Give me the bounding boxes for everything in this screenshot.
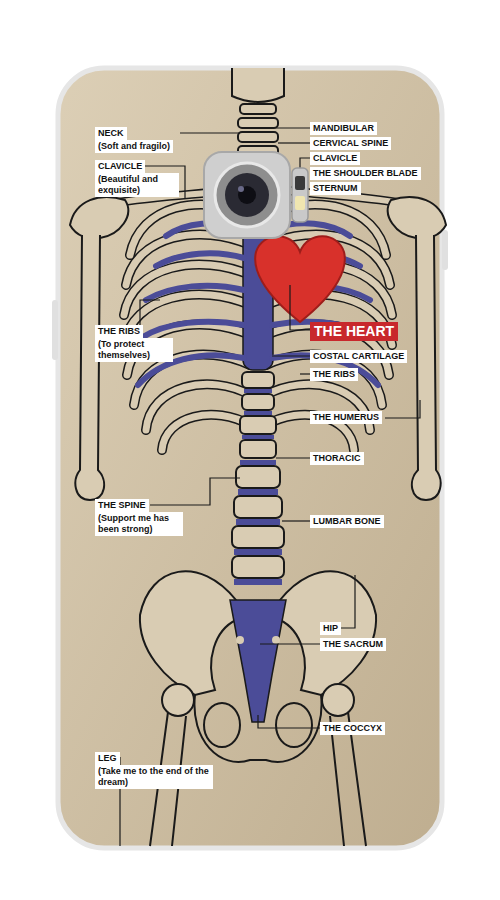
bone-label: THORACIC xyxy=(310,452,364,465)
bone-label: (Soft and fragilo) xyxy=(95,140,173,153)
bone-label: LEG xyxy=(95,752,120,765)
bone-label: CLAVICLE xyxy=(95,160,145,173)
bone-label: (Take me to the end of the dream) xyxy=(95,765,213,789)
highlight-label: THE HEART xyxy=(310,322,398,341)
bone-label: COSTAL CARTILAGE xyxy=(310,350,407,363)
bone-label: STERNUM xyxy=(310,182,361,195)
bone-label: THE RIBS xyxy=(310,368,358,381)
bone-label: THE HUMERUS xyxy=(310,411,382,424)
bone-label: LUMBAR BONE xyxy=(310,515,384,528)
bone-label: HIP xyxy=(320,622,341,635)
bone-label: CERVICAL SPINE xyxy=(310,137,391,150)
bone-label: THE RIBS xyxy=(95,325,143,338)
bone-label: THE SACRUM xyxy=(320,638,386,651)
bone-label: THE COCCYX xyxy=(320,722,385,735)
bone-label: CLAVICLE xyxy=(310,152,360,165)
bone-label: (To protect themselves) xyxy=(95,338,173,362)
bone-label: (Support me has been strong) xyxy=(95,512,183,536)
bone-label: NECK xyxy=(95,127,127,140)
bone-label: MANDIBULAR xyxy=(310,122,377,135)
bone-label: THE SPINE xyxy=(95,499,149,512)
bone-label: (Beautiful and exquisite) xyxy=(95,173,179,197)
bone-label: THE SHOULDER BLADE xyxy=(310,167,421,180)
